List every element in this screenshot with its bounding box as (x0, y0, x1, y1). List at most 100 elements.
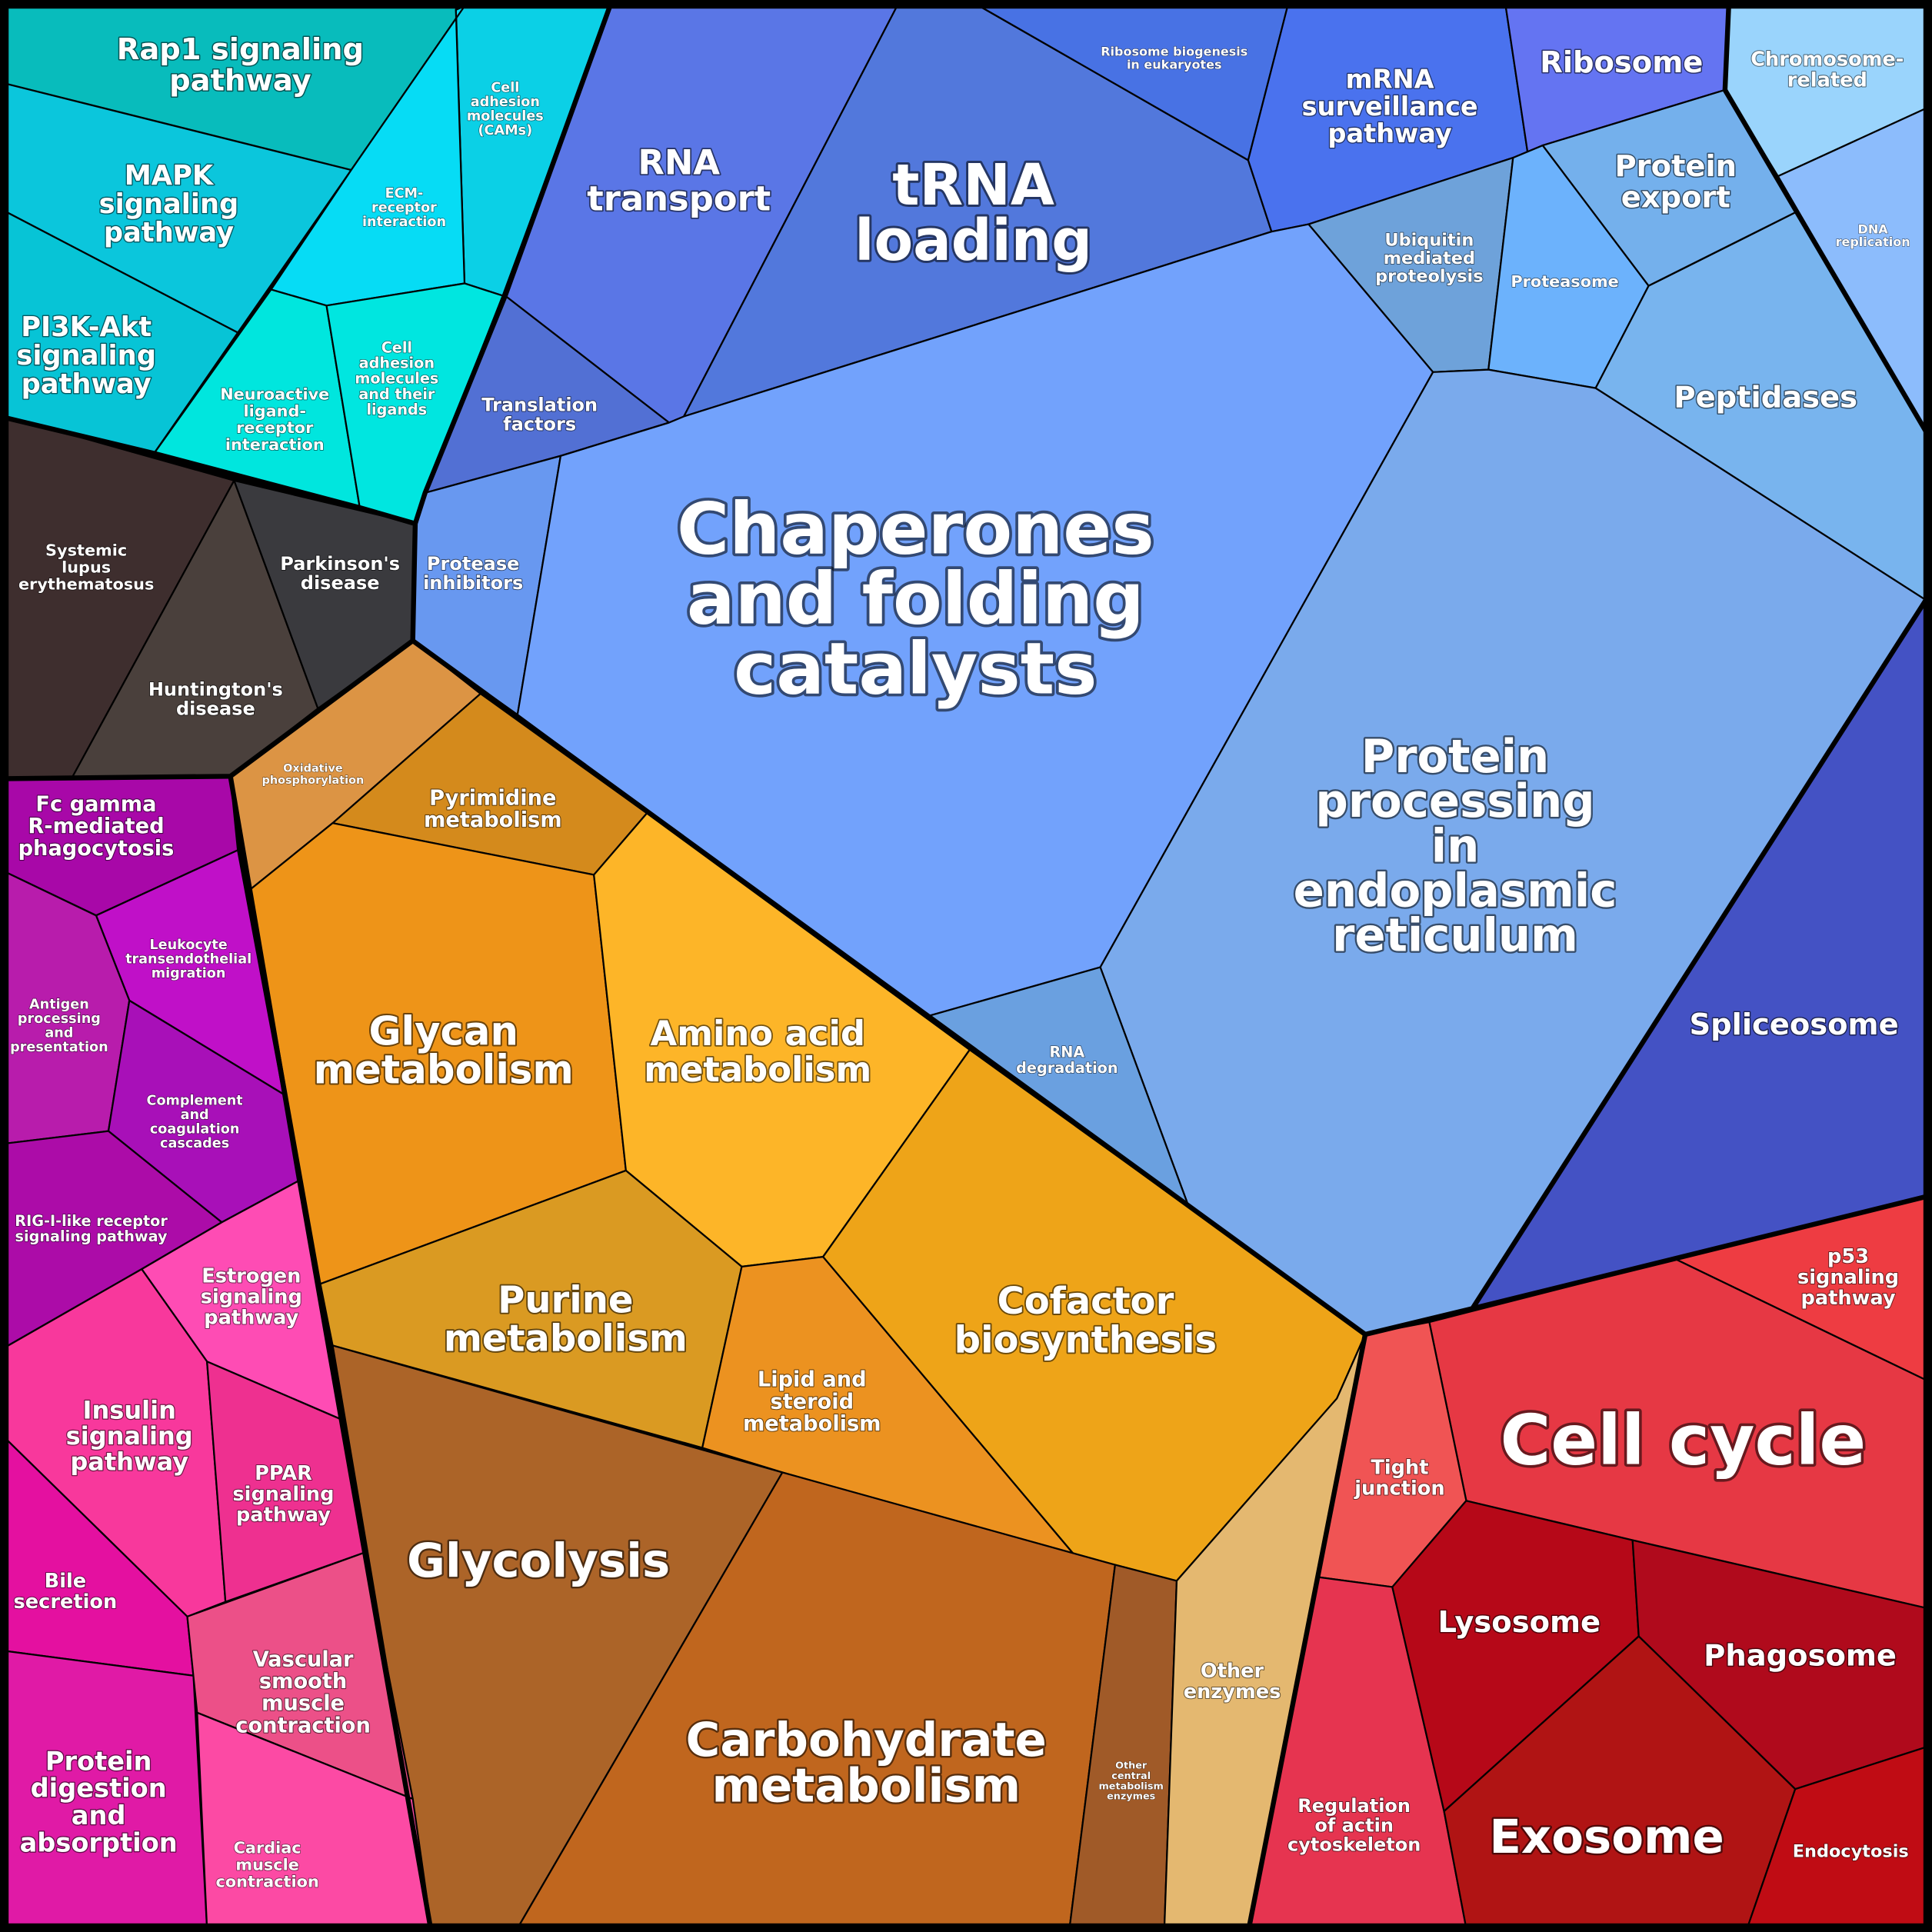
label-line: Protein (1615, 149, 1737, 184)
label-line: adhesion (471, 95, 540, 110)
label-line: pathway (22, 368, 152, 400)
label-line: Ribosome biogenesis (1101, 45, 1247, 59)
label-line: transendothelial (125, 952, 251, 968)
label-line: signaling (232, 1483, 334, 1506)
label-line: metabolism (1098, 1780, 1163, 1792)
label-line: p53 (1827, 1245, 1869, 1268)
label-line: disease (176, 698, 255, 720)
label-line: molecules (355, 370, 438, 388)
label-line: MAPK (125, 160, 215, 192)
label-line: enzymes (1107, 1791, 1156, 1803)
label-line: Tight (1371, 1457, 1428, 1480)
label-line: and (181, 1108, 209, 1123)
label-line: interaction (362, 215, 446, 230)
label-line: Neuroactive (220, 385, 329, 403)
label-line: absorption (20, 1827, 178, 1857)
label-exosome: Exosome (1489, 1810, 1724, 1864)
group-border-line (1245, 1334, 1368, 1932)
label-line: metabolism (444, 1317, 688, 1361)
label-line: and folding (687, 557, 1144, 640)
label-line: enzymes (1184, 1681, 1281, 1704)
label-line: ECM- (385, 186, 424, 202)
label-line: Ubiquitin (1384, 230, 1474, 250)
label-line: inhibitors (423, 572, 523, 594)
label-line: presentation (10, 1040, 108, 1055)
label-line: RNA (638, 142, 720, 182)
label-line: Other (1201, 1660, 1264, 1683)
label-line: endoplasmic (1294, 864, 1617, 917)
label-line: Insulin (83, 1395, 176, 1424)
label-line: junction (1354, 1477, 1444, 1501)
label-line: and (45, 1025, 73, 1041)
label-line: Peptidases (1674, 381, 1857, 415)
label-line: Glycolysis (407, 1534, 670, 1588)
label-line: ligand- (243, 401, 306, 420)
label-line: disease (301, 572, 380, 594)
label-line: Carbohydrate (686, 1713, 1047, 1767)
label-line: Protein (45, 1746, 152, 1776)
label-line: Cardiac (234, 1839, 301, 1857)
group-border-line (1722, 5, 1731, 91)
label-line: receptor (371, 200, 437, 215)
label-line: metabolism (644, 1049, 871, 1090)
group-borders (0, 5, 1932, 1932)
label-line: Bile (45, 1570, 86, 1593)
label-line: Fc gamma (35, 793, 156, 817)
label-line: central (1111, 1770, 1151, 1782)
label-line: Rap1 signaling (117, 32, 364, 67)
label-cellcycle: Cell cycle (1500, 1401, 1866, 1481)
label-line: receptor (236, 418, 314, 437)
label-line: ligands (366, 401, 427, 418)
label-line: adhesion (359, 355, 435, 372)
label-line: Purine (498, 1278, 633, 1321)
label-line: pathway (204, 1306, 298, 1329)
label-line: molecules (467, 109, 544, 125)
label-line: Oxidative (283, 763, 343, 775)
label-line: pathway (70, 1447, 188, 1477)
label-line: cascades (160, 1136, 229, 1151)
label-line: signaling (1797, 1266, 1899, 1289)
label-line: digestion (31, 1774, 167, 1804)
label-line: pathway (236, 1504, 331, 1527)
label-line: steroid (770, 1390, 854, 1414)
label-line: tRNA (892, 153, 1054, 218)
label-line: pathway (1327, 118, 1451, 148)
label-glycolysis: Glycolysis (407, 1534, 670, 1588)
label-line: reticulum (1332, 909, 1578, 962)
label-line: phagocytosis (18, 837, 175, 861)
label-line: Leukocyte (149, 938, 227, 953)
label-lysosome: Lysosome (1437, 1605, 1601, 1640)
label-line: Pyrimidine (429, 786, 556, 810)
label-line: muscle (261, 1692, 345, 1716)
label-line: Chaperones (677, 487, 1154, 570)
label-line: signaling (99, 188, 239, 220)
label-line: secretion (14, 1591, 118, 1614)
